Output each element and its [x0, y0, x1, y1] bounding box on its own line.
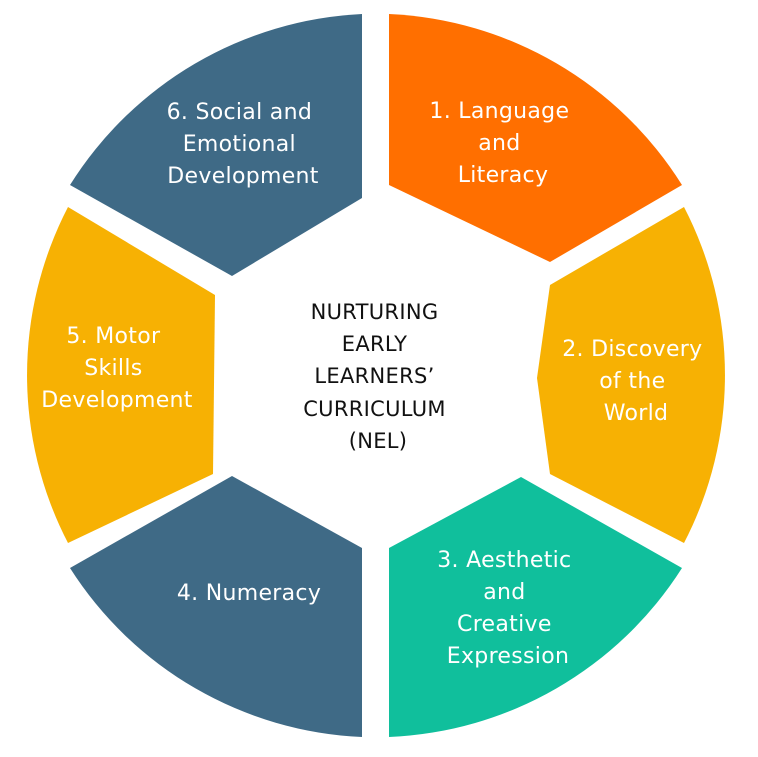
segment-aesthetic-creative-shape [389, 477, 682, 737]
segment-language-literacy-shape [389, 14, 682, 262]
segment-language-literacy: 1. Language and Literacy [389, 14, 682, 262]
segment-motor-skills-label: 5. Motor Skills Development [41, 324, 192, 413]
segment-motor-skills: 5. Motor Skills Development [27, 207, 216, 543]
segment-discovery-world: 2. Discovery of the World [537, 207, 725, 543]
segment-numeracy: 4. Numeracy [70, 476, 362, 737]
segment-motor-skills-shape [27, 207, 216, 543]
segment-social-emotional-label: 6. Social and Emotional Development [167, 100, 320, 189]
segment-discovery-world-label: 2. Discovery of the World [562, 337, 710, 426]
segment-aesthetic-creative: 3. Aesthetic and Creative Expression [389, 477, 682, 737]
segment-numeracy-shape [70, 476, 362, 737]
segment-numeracy-label: 4. Numeracy [177, 581, 321, 606]
segment-aesthetic-creative-label: 3. Aesthetic and Creative Expression [437, 548, 578, 669]
center-title: NURTURING EARLY LEARNERS’ CURRICULUM (NE… [303, 300, 453, 453]
segment-social-emotional-shape [70, 14, 362, 276]
segment-social-emotional: 6. Social and Emotional Development [70, 14, 362, 276]
segment-language-literacy-label: 1. Language and Literacy [429, 99, 576, 188]
segment-discovery-world-shape [537, 207, 725, 543]
